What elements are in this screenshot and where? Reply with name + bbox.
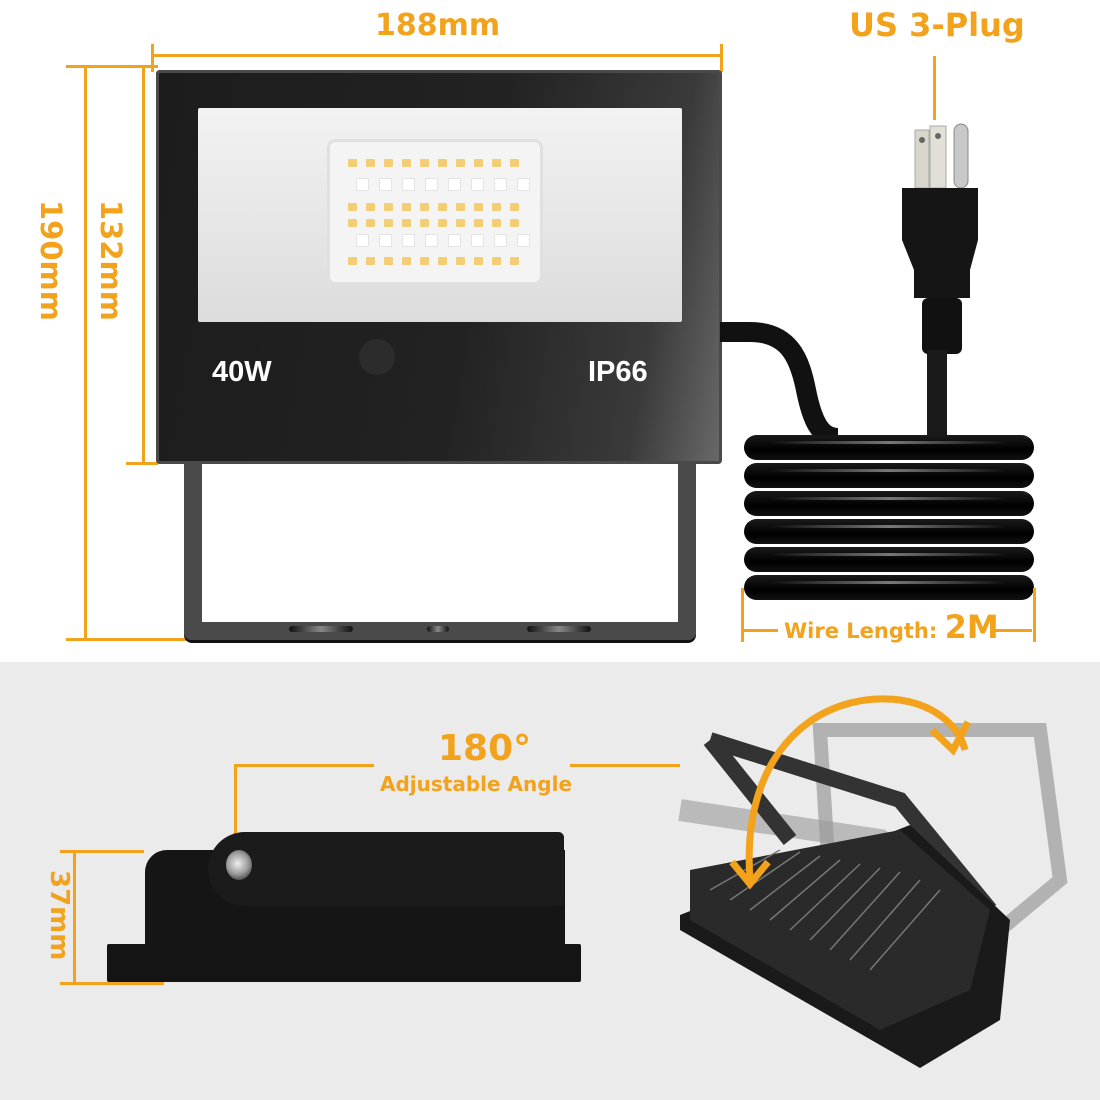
plug-pointer-line [933, 56, 936, 120]
side-view-base [107, 944, 581, 982]
rotated-floodlight-illustration [678, 695, 1068, 1068]
width-dimension-label: 188mm [375, 8, 501, 43]
wire-length-label: Wire Length: 2M [784, 608, 999, 646]
wire-length-tick-right [1033, 588, 1036, 642]
cable-curve [720, 322, 840, 448]
wire-length-value: 2M [944, 608, 999, 646]
body-height-dimension-line [142, 68, 145, 464]
depth-dimension-bottom-tick [60, 982, 164, 985]
cable-coil [744, 435, 1034, 460]
depth-label: 37mm [44, 870, 74, 961]
bracket-hole [427, 626, 449, 632]
total-height-dimension-line [84, 68, 87, 640]
led-row [348, 219, 519, 227]
cable-vertical [927, 350, 947, 440]
mounting-bracket [184, 462, 696, 640]
led-row [348, 159, 519, 167]
bracket-slot [289, 626, 353, 632]
wire-length-prefix: Wire Length: [784, 619, 945, 643]
led-panel [330, 142, 540, 282]
angle-value: 180° [438, 728, 532, 769]
width-dimension-line [152, 54, 722, 57]
height-dimension-bottom-tick [66, 638, 186, 641]
cable-coil [744, 463, 1034, 488]
cable-coil [744, 575, 1034, 600]
pivot-screw [226, 850, 252, 880]
ip-rating-label: IP66 [588, 356, 648, 388]
width-dimension-tick-right [720, 44, 723, 72]
led-row [348, 203, 519, 211]
angle-pointer-line-down [234, 764, 237, 860]
cable-coil [744, 491, 1034, 516]
us-plug-icon [902, 123, 978, 354]
depth-dimension-top-tick [60, 850, 144, 853]
led-row [356, 178, 530, 191]
cable-coil [744, 547, 1034, 572]
wire-length-tick-left [741, 588, 744, 642]
side-view-bracket-arm [208, 832, 564, 906]
angle-caption: Adjustable Angle [380, 772, 573, 796]
led-row [348, 257, 519, 265]
plug-label: US 3-Plug [849, 6, 1025, 44]
light-sensor [359, 339, 395, 375]
body-height-bottom-tick [126, 462, 158, 465]
height-dimension-top-tick [66, 65, 158, 68]
body-height-label: 132mm [94, 200, 128, 321]
angle-pointer-line-left [234, 764, 374, 767]
angle-pointer-line-right [570, 764, 680, 767]
total-height-label: 190mm [34, 200, 68, 321]
wire-length-line-left [744, 629, 778, 632]
cable-coil [744, 519, 1034, 544]
depth-dimension-line [73, 852, 76, 982]
led-row [356, 234, 530, 247]
bracket-slot [527, 626, 591, 632]
wattage-label: 40W [212, 356, 272, 388]
width-dimension-tick-left [151, 44, 154, 72]
wire-length-line-right [994, 629, 1032, 632]
